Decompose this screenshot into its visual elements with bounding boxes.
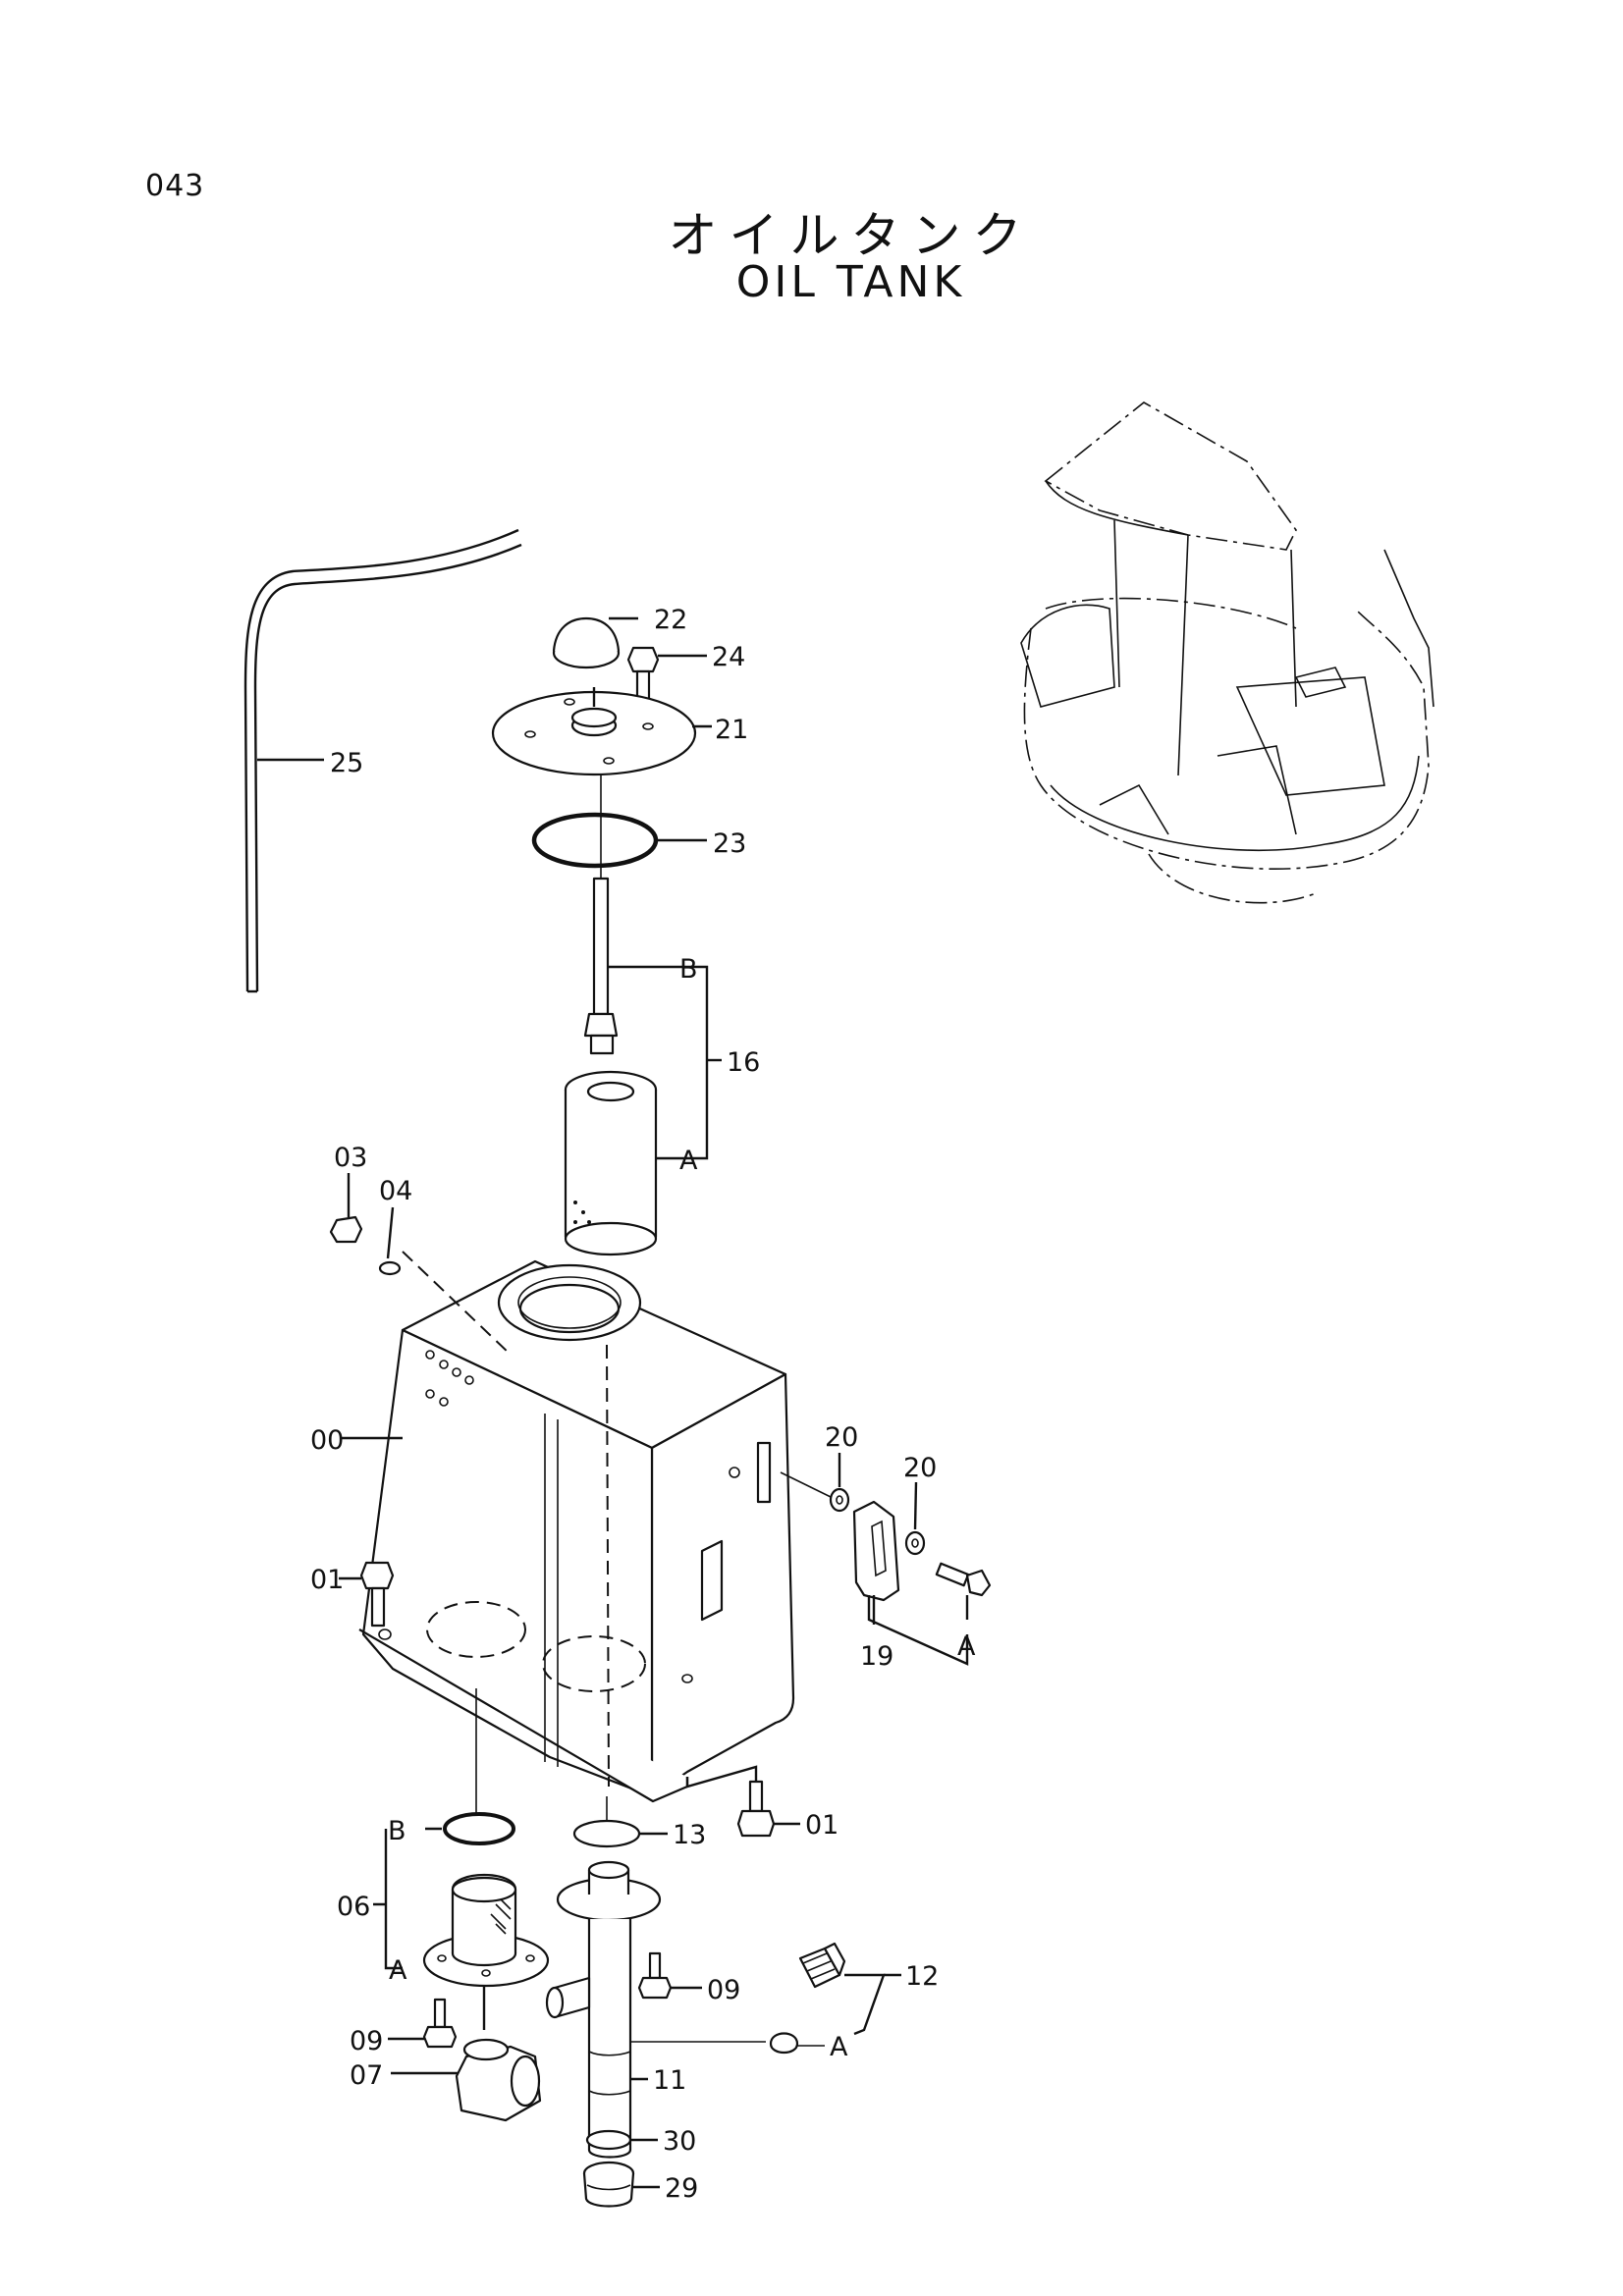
callout-30: 30 (663, 2126, 696, 2157)
callout-09-left: 09 (350, 2026, 383, 2056)
callout-12: 12 (905, 1961, 939, 1992)
ref-a-16: A (679, 1146, 698, 1176)
callout-16: 16 (727, 1047, 760, 1078)
location-view (1020, 401, 1434, 904)
callout-19: 19 (860, 1641, 893, 1672)
hose-25 (243, 528, 522, 993)
ref-a-19: A (957, 1631, 976, 1662)
oring-04 (378, 1206, 402, 1276)
washer-20-b (904, 1481, 926, 1556)
callout-06: 06 (337, 1892, 370, 1922)
ref-a-12: A (830, 2032, 848, 2062)
callout-25: 25 (330, 748, 363, 778)
callout-22: 22 (654, 605, 687, 635)
title-japanese: オイルタンク (668, 207, 1034, 264)
callout-04: 04 (379, 1176, 412, 1206)
callout-20-a: 20 (825, 1422, 858, 1453)
plate-21 (491, 687, 712, 776)
ref-a-06: A (389, 1955, 407, 1986)
page-number: 043 (145, 169, 205, 203)
callout-03: 03 (334, 1143, 367, 1173)
strainer-16 (564, 775, 722, 1256)
bolt-19 (935, 1562, 992, 1620)
callout-09-right: 09 (707, 1975, 740, 2005)
plug-03 (329, 1173, 363, 1244)
bolt-01-left (339, 1561, 395, 1628)
ref-b-06: B (388, 1816, 406, 1846)
callout-11: 11 (653, 2065, 686, 2096)
title-english: OIL TANK (735, 257, 966, 307)
callout-20-b: 20 (903, 1453, 937, 1483)
fitting-12 (798, 1942, 901, 2036)
callout-01-right: 01 (805, 1810, 839, 1841)
bolt-01-right (685, 1765, 800, 1838)
callout-21: 21 (715, 715, 748, 745)
pipe-11 (545, 1860, 766, 2159)
tank-00 (342, 1251, 795, 1803)
plug-29 (582, 2161, 660, 2208)
oring-23 (531, 812, 707, 869)
ref-b-16: B (679, 954, 698, 985)
callout-23: 23 (713, 828, 746, 859)
bracket-19 (852, 1500, 969, 1666)
callout-13: 13 (673, 1820, 706, 1850)
gasket-13 (572, 1796, 668, 1848)
callout-00: 00 (310, 1425, 344, 1456)
cap-a-12 (769, 2032, 825, 2055)
oring-30 (585, 2129, 658, 2151)
elbow-07 (391, 2038, 542, 2122)
suction-strainer-06 (373, 1688, 550, 2030)
washer-20-a (780, 1453, 850, 1513)
callout-29: 29 (665, 2173, 698, 2204)
cap-22 (552, 616, 638, 669)
bolt-09-right (637, 1951, 702, 2000)
callout-01-left: 01 (310, 1565, 344, 1595)
bolt-09-left (388, 1998, 458, 2049)
callout-24: 24 (712, 642, 745, 672)
callout-07: 07 (350, 2060, 383, 2091)
